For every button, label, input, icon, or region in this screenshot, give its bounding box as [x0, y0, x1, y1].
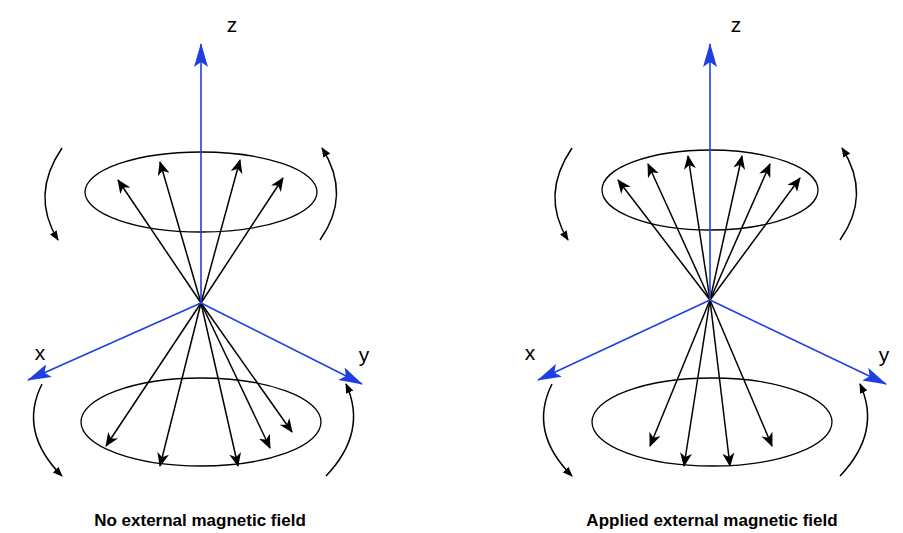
rotation-arrow	[34, 384, 62, 476]
axis-label: y	[359, 344, 370, 365]
y-axis	[201, 303, 362, 384]
spin-vector	[688, 156, 710, 300]
rotation-arrow	[840, 384, 868, 476]
axis-label: z	[731, 14, 742, 35]
rotation-arrow	[326, 384, 354, 476]
x-axis	[28, 303, 201, 380]
spin-vector	[684, 300, 710, 466]
rotation-arrows	[544, 148, 868, 476]
panel-caption: No external magnetic field	[94, 512, 306, 529]
spin-vectors	[106, 160, 292, 466]
spin-vector	[160, 162, 201, 303]
z-axis	[200, 44, 202, 303]
precession-ellipse	[592, 378, 832, 466]
rotation-arrow	[320, 148, 337, 240]
spin-vectors	[618, 156, 800, 466]
axis-label: x	[35, 342, 46, 363]
rotation-arrow	[555, 148, 572, 240]
spin-vector	[201, 160, 240, 303]
rotation-arrows	[34, 148, 354, 476]
spin-vector	[650, 300, 710, 446]
spin-vector	[710, 178, 800, 300]
spin-vector	[201, 178, 283, 303]
axis-label: z	[227, 14, 238, 35]
spin-vector	[648, 164, 710, 300]
spin-vector	[201, 303, 292, 432]
right-panel	[538, 44, 886, 476]
spin-vector	[201, 303, 270, 448]
rotation-arrow	[544, 384, 572, 476]
x-axis	[538, 300, 710, 380]
axes	[538, 44, 886, 384]
axis-label: y	[879, 344, 890, 365]
rotation-arrow	[45, 148, 62, 240]
spin-vector	[710, 300, 772, 446]
left-panel	[28, 44, 362, 476]
spin-vector	[160, 303, 201, 466]
spin-vector	[201, 303, 238, 466]
spin-vector	[118, 180, 201, 303]
z-axis	[709, 44, 711, 300]
rotation-arrow	[840, 148, 857, 240]
axes	[28, 44, 362, 384]
axis-label: x	[525, 342, 536, 363]
panel-caption: Applied external magnetic field	[586, 512, 837, 529]
y-axis	[710, 300, 886, 384]
